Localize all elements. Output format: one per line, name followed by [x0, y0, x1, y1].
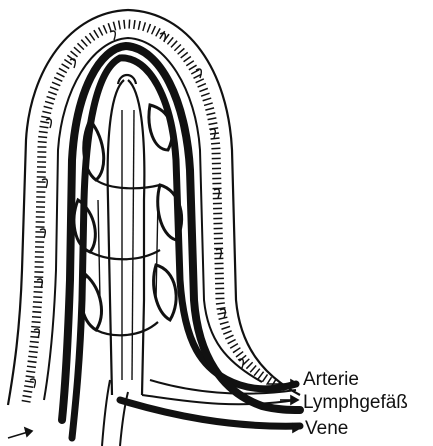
epithelium-layer: [8, 10, 300, 405]
label-vene: Vene: [305, 418, 348, 439]
lymph-vessel-wall-right: [128, 80, 144, 395]
bottom-left-arrowhead: [25, 428, 32, 436]
lymphgefaess-arrowhead: [291, 396, 298, 404]
label-arterie: Arterie: [303, 369, 359, 390]
bottom-left-pointer-line: [8, 432, 28, 438]
label-lymphgefaess: Lymphgefäß: [303, 392, 408, 413]
epithelium-nuclei: [30, 31, 243, 388]
base-vessels: [102, 380, 128, 446]
